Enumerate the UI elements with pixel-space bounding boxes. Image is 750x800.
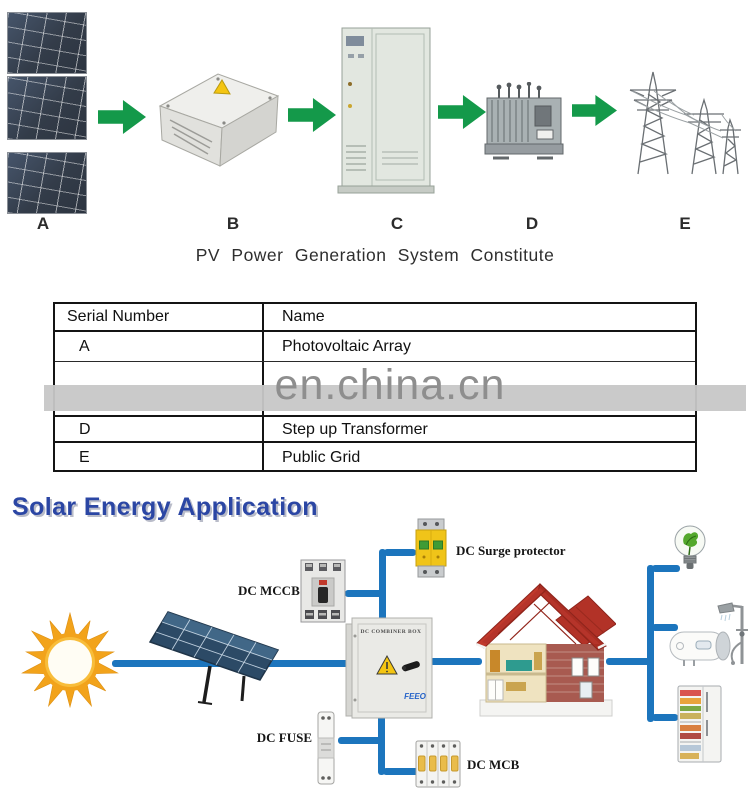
row-e-name: Public Grid <box>282 449 361 466</box>
row-e-serial: E <box>79 449 90 466</box>
solar-panel-image-3 <box>7 152 87 214</box>
sun-icon <box>21 612 119 709</box>
watermark-band <box>44 385 746 411</box>
application-title: Solar Energy Application <box>12 493 318 521</box>
refrigerator-icon <box>677 685 722 763</box>
arrow-right-icon <box>572 95 617 126</box>
header-name: Name <box>282 308 325 325</box>
solar-panel-image-2 <box>7 76 87 140</box>
mcb-image <box>415 740 461 788</box>
header-serial-number: Serial Number <box>67 308 170 325</box>
row-d-serial: D <box>79 421 91 438</box>
light-bulb-icon <box>674 525 706 569</box>
connector-line <box>652 624 678 631</box>
stage-label-c: C <box>390 214 404 233</box>
connector-line <box>379 549 386 625</box>
table-header-row: Serial Number Name <box>55 304 695 332</box>
transformer-image <box>484 82 564 160</box>
connector-line <box>652 565 680 572</box>
house-image <box>476 583 616 717</box>
stage-label-b: B <box>226 214 240 233</box>
solar-panel-icon <box>148 611 280 705</box>
mcb-label: DC MCB <box>467 757 520 772</box>
flow-title: PV Power Generation System Constitute <box>195 245 555 265</box>
stage-label-a: A <box>36 214 50 233</box>
surge-protector-label: DC Surge protector <box>456 543 566 558</box>
arrow-right-icon <box>288 98 336 132</box>
row-a-name: Photovoltaic Array <box>282 338 411 355</box>
power-grid-towers-image <box>629 71 741 175</box>
brand-label: FEEO <box>404 692 426 701</box>
connector-line <box>647 565 654 722</box>
combiner-box-label: DC COMBINER BOX <box>360 629 422 635</box>
inverter-cabinet-image <box>337 27 435 194</box>
connector-line <box>430 658 482 665</box>
fuse-label: DC FUSE <box>256 730 312 745</box>
connector-line <box>338 737 382 744</box>
solar-panel-image-1 <box>7 12 87 74</box>
shower-icon <box>717 602 748 665</box>
watermark-text: en.china.cn <box>274 361 506 409</box>
water-heater-icon <box>669 631 731 666</box>
surge-protector-image <box>415 518 447 578</box>
stage-label-e: E <box>679 214 691 233</box>
mccb-image <box>300 559 346 623</box>
arrow-right-icon <box>438 95 486 129</box>
row-d-name: Step up Transformer <box>282 421 428 438</box>
arrow-right-icon <box>98 100 146 134</box>
row-a-serial: A <box>79 338 90 355</box>
fuse-image <box>317 711 335 785</box>
table-row: A Photovoltaic Array <box>55 334 695 362</box>
connector-line <box>384 549 416 556</box>
mccb-label: DC MCCB <box>238 583 300 598</box>
connector-line <box>606 658 654 665</box>
connector-line <box>652 714 678 721</box>
table-row: E Public Grid <box>55 445 695 473</box>
connector-line <box>383 768 419 775</box>
table-row: D Step up Transformer <box>55 415 695 443</box>
stage-label-d: D <box>525 214 539 233</box>
connector-line <box>345 590 385 597</box>
dc-combiner-box-image <box>345 617 433 719</box>
combiner-box-image <box>158 73 280 167</box>
